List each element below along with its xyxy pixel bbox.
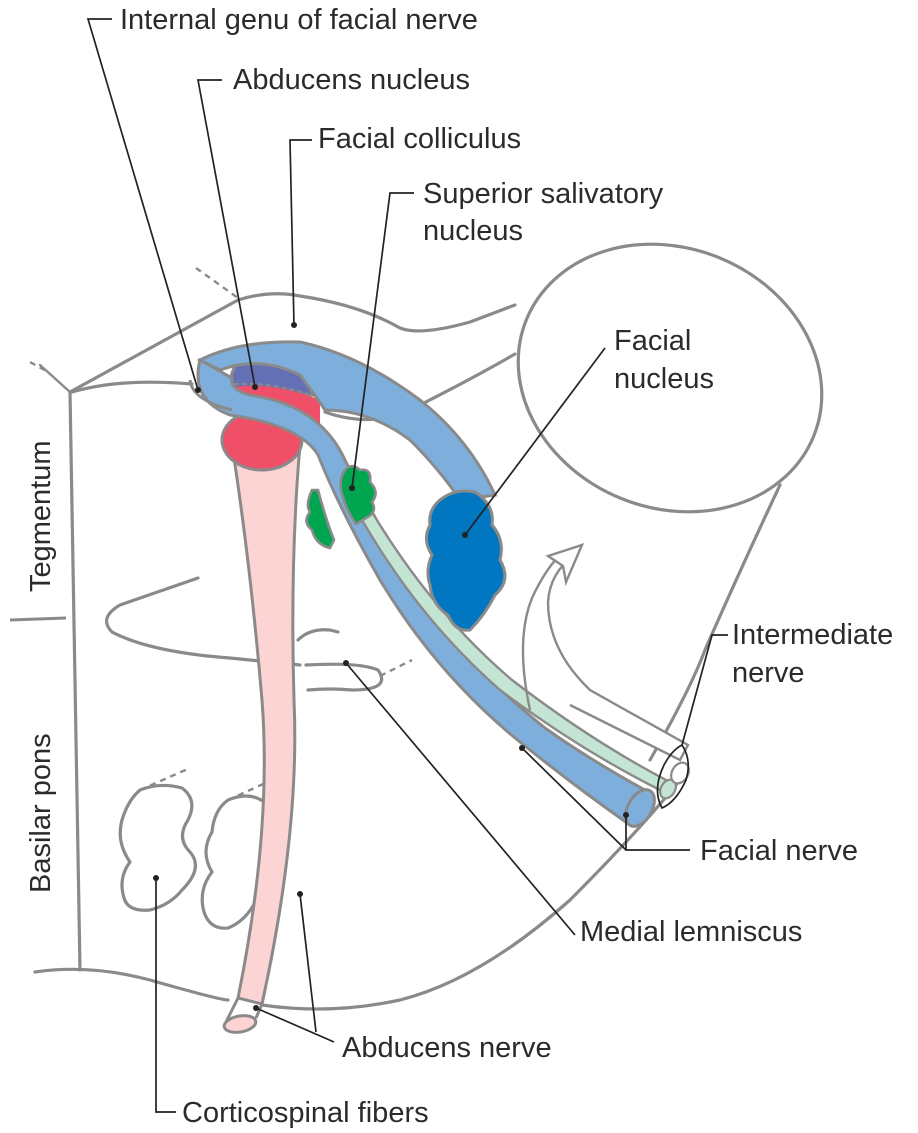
label-medial-lemniscus: Medial lemniscus (580, 916, 802, 948)
abducens-nerve (222, 443, 302, 1034)
label-intermediate-nerve-2: nerve (732, 657, 805, 689)
label-tegmentum: Tegmentum (25, 440, 57, 592)
leader-lines (86, 18, 728, 1113)
corticospinal-fibers (118, 766, 275, 930)
label-facial-colliculus: Facial colliculus (318, 123, 521, 155)
label-abducens-nucleus: Abducens nucleus (233, 64, 470, 96)
label-superior-salivatory-2: nucleus (423, 215, 523, 247)
label-facial-nucleus-1: Facial (614, 325, 691, 357)
facial-nerve (188, 340, 656, 828)
facial-nucleus (425, 489, 507, 632)
label-basilar-pons: Basilar pons (25, 733, 57, 893)
label-abducens-nerve: Abducens nerve (342, 1032, 552, 1064)
label-intermediate-nerve-1: Intermediate (732, 619, 893, 651)
label-facial-nerve: Facial nerve (700, 835, 858, 867)
label-corticospinal-fibers: Corticospinal fibers (182, 1097, 429, 1129)
region-divider (9, 616, 67, 622)
labels: Internal genu of facial nerve Abducens n… (25, 4, 893, 1129)
label-internal-genu: Internal genu of facial nerve (120, 4, 478, 36)
label-superior-salivatory-1: Superior salivatory (423, 178, 664, 210)
intermediate-nerve (360, 510, 690, 800)
label-facial-nucleus-2: nucleus (614, 363, 714, 395)
superior-salivatory-nucleus (305, 464, 377, 550)
